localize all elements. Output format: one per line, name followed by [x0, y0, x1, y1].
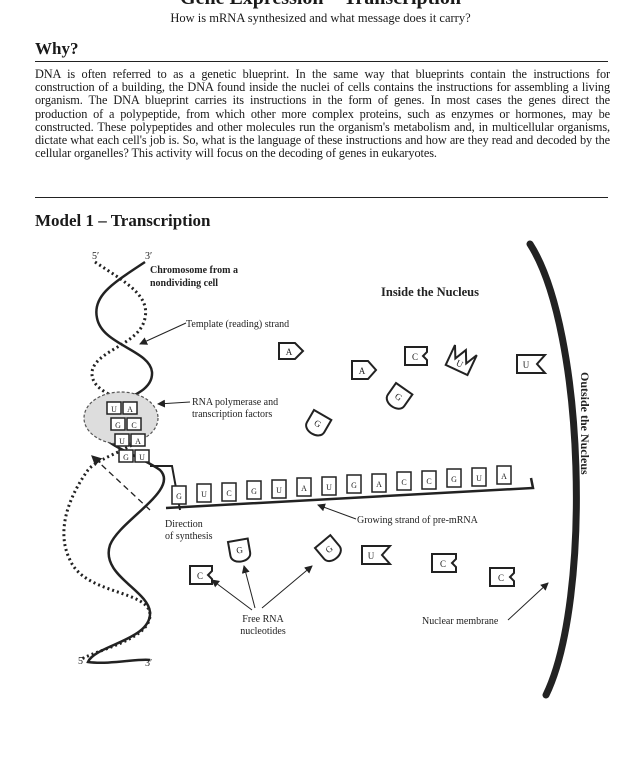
free-base: G	[323, 543, 335, 555]
free-base: C	[498, 573, 504, 583]
label-3-prime-top: 3′	[145, 251, 152, 262]
label-3-prime-bottom: 3′	[145, 658, 152, 669]
free-base: U	[523, 360, 530, 370]
mrna-base: C	[426, 477, 431, 486]
paired-base: U	[139, 453, 145, 462]
mrna-backbone	[165, 477, 535, 510]
adenine-nucleotide-icon: A	[278, 342, 305, 360]
why-paragraph: DNA is often referred to as a genetic bl…	[35, 67, 610, 161]
label-free-rna-2: nucleotides	[240, 626, 286, 637]
mrna-base: G	[176, 492, 182, 501]
mrna-base: G	[451, 475, 457, 484]
mrna-base: A	[501, 472, 507, 481]
label-chromosome: Chromosome from a	[150, 265, 238, 276]
guanine-nucleotide-icon: G	[305, 408, 333, 437]
label-template-strand: Template (reading) strand	[186, 319, 289, 330]
label-inside-nucleus: Inside the Nucleus	[381, 285, 479, 299]
cytosine-nucleotide-icon: C	[189, 565, 213, 585]
why-heading: Why?	[35, 39, 79, 58]
free-base: G	[312, 418, 323, 430]
dna-template-strand	[86, 260, 166, 664]
paired-base: C	[131, 421, 136, 430]
free-nucleotides: A C U A U G G G G U C C C	[189, 342, 548, 587]
label-direction: Direction	[165, 519, 203, 530]
mrna-base: U	[201, 490, 207, 499]
paired-bases-column: U A G C U A G U	[106, 401, 181, 511]
mrna-base: A	[301, 484, 307, 493]
free-rna-leader	[241, 565, 256, 609]
paired-base: G	[123, 453, 129, 462]
free-base: C	[197, 571, 203, 581]
paired-base: U	[119, 437, 125, 446]
nuclear-membrane	[526, 240, 580, 699]
mrna-base: C	[401, 478, 406, 487]
free-rna-leader	[261, 565, 313, 609]
mrna-base: G	[351, 481, 357, 490]
paired-base: A	[127, 405, 133, 414]
free-base: G	[393, 391, 404, 403]
why-top-rule	[35, 61, 608, 62]
paired-base: A	[135, 437, 141, 446]
uracil-nucleotide-icon: U	[444, 344, 478, 377]
label-5-prime-bottom: 5′	[78, 656, 85, 667]
free-base: A	[359, 366, 366, 376]
paired-base: U	[111, 405, 117, 414]
label-5-prime-top: 5′	[92, 251, 99, 262]
uracil-nucleotide-icon: U	[516, 354, 548, 374]
free-base: C	[440, 559, 446, 569]
free-base: G	[236, 545, 245, 556]
page-subtitle: How is mRNA synthesized and what message…	[170, 11, 471, 25]
guanine-nucleotide-icon: G	[385, 381, 414, 410]
free-base: A	[286, 347, 293, 357]
label-nuclear-membrane: Nuclear membrane	[422, 616, 499, 627]
mrna-base: A	[376, 480, 382, 489]
free-base: U	[368, 551, 375, 561]
label-rna-polymerase: RNA polymerase and	[192, 397, 278, 408]
guanine-nucleotide-icon: G	[226, 537, 252, 563]
free-base: U	[454, 358, 465, 370]
free-base: C	[412, 352, 418, 362]
membrane-leader	[507, 582, 549, 621]
label-growing-strand: Growing strand of pre-mRNA	[357, 515, 479, 526]
mrna-base: G	[251, 487, 257, 496]
page-title: Gene Expression—Transcription	[0, 0, 641, 10]
why-bottom-rule	[35, 197, 608, 198]
growing-strand-leader	[317, 503, 357, 520]
mrna-base: U	[476, 474, 482, 483]
cytosine-nucleotide-icon: C	[431, 553, 457, 573]
uracil-nucleotide-icon: U	[361, 545, 393, 565]
cytosine-nucleotide-icon: C	[404, 346, 428, 366]
adenine-nucleotide-icon: A	[351, 360, 378, 380]
label-free-rna: Free RNA	[242, 614, 284, 625]
label-outside-nucleus: Outside the Nucleus	[578, 372, 592, 475]
free-rna-leader	[211, 579, 253, 611]
cytosine-nucleotide-icon: C	[489, 567, 515, 587]
direction-arrow	[91, 455, 151, 511]
guanine-nucleotide-icon: G	[313, 533, 342, 563]
mrna-base: U	[326, 483, 332, 492]
label-rna-polymerase-2: transcription factors	[192, 409, 272, 420]
paired-base: G	[115, 421, 121, 430]
label-chromosome-2: nondividing cell	[150, 278, 218, 289]
model-heading: Model 1 – Transcription	[35, 211, 211, 230]
template-strand-leader	[139, 322, 187, 345]
mrna-bases: G U C G U A U G A C C G U A	[171, 465, 512, 505]
label-direction-2: of synthesis	[165, 531, 213, 542]
polymerase-leader	[157, 399, 191, 408]
mrna-base: U	[276, 486, 282, 495]
mrna-base: C	[226, 489, 231, 498]
